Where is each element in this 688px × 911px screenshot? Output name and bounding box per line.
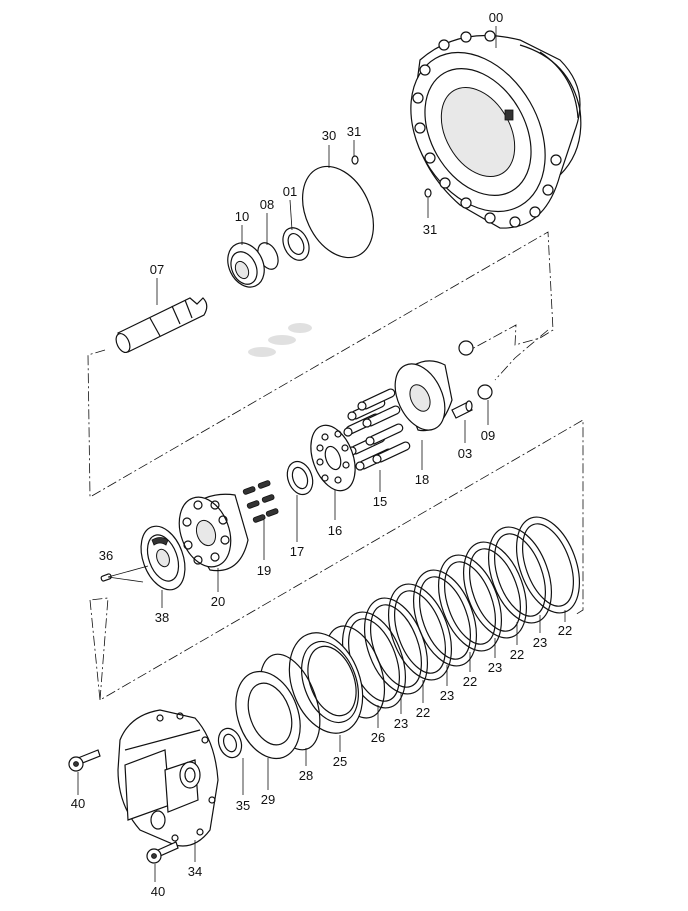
bearing-part-10[interactable]	[221, 237, 271, 293]
label-23-3: 23	[440, 688, 454, 703]
assembly-guide-lines	[87, 231, 584, 701]
o-ring-part-31-lower[interactable]	[424, 188, 432, 198]
label-19: 19	[257, 563, 271, 578]
label-01: 01	[283, 184, 297, 199]
label-03: 03	[458, 446, 472, 461]
label-23-2: 23	[488, 660, 502, 675]
label-10: 10	[235, 209, 249, 224]
label-25: 25	[333, 754, 347, 769]
swash-plate-part-18[interactable]	[385, 356, 454, 438]
blurred-watermark	[248, 323, 312, 357]
valve-plate-part-38[interactable]	[133, 520, 193, 596]
label-22-4: 22	[416, 705, 430, 720]
label-40-lower: 40	[151, 884, 165, 899]
pin-part-36[interactable]	[100, 565, 149, 583]
cylinder-block-part-20[interactable]	[170, 490, 249, 574]
brake-piston-part-25[interactable]	[276, 623, 375, 744]
o-ring-part-30[interactable]	[289, 155, 388, 269]
o-ring-part-31-upper[interactable]	[351, 155, 359, 165]
label-00: 00	[489, 10, 503, 25]
label-23-1: 23	[533, 635, 547, 650]
housing-part-00[interactable]	[384, 28, 582, 235]
rear-flange-part-34[interactable]	[117, 709, 219, 847]
label-18: 18	[415, 472, 429, 487]
spacer-part-29[interactable]	[224, 662, 311, 767]
label-26: 26	[371, 730, 385, 745]
label-22-2: 22	[510, 647, 524, 662]
label-34: 34	[188, 864, 202, 879]
label-30: 30	[322, 128, 336, 143]
label-22-1: 22	[558, 623, 572, 638]
springs-part-19[interactable]	[242, 480, 279, 523]
label-23-4: 23	[394, 716, 408, 731]
label-09: 09	[481, 428, 495, 443]
shaft-part-07[interactable]	[113, 297, 208, 355]
label-31-lower: 31	[423, 222, 437, 237]
label-07: 07	[150, 262, 164, 277]
label-15: 15	[373, 494, 387, 509]
label-40-upper: 40	[71, 796, 85, 811]
piston-assembly-part-15[interactable]	[343, 388, 411, 471]
oil-seal-part-01[interactable]	[278, 224, 314, 265]
ball-part-09[interactable]	[458, 340, 493, 400]
bushing-part-17[interactable]	[283, 458, 317, 498]
label-22-3: 22	[463, 674, 477, 689]
label-08: 08	[260, 197, 274, 212]
part-labels: 00 31 30 31 01 08 10 07 09 03 18 15 16 1…	[71, 10, 572, 899]
bolt-part-40-lower[interactable]	[146, 841, 179, 864]
label-29: 29	[261, 792, 275, 807]
bearing-part-35[interactable]	[215, 725, 246, 761]
label-31-upper: 31	[347, 124, 361, 139]
label-28: 28	[299, 768, 313, 783]
label-16: 16	[328, 523, 342, 538]
clutch-plates-part-22-23[interactable]	[331, 508, 592, 716]
pin-part-03[interactable]	[451, 400, 473, 419]
bolt-part-40-upper[interactable]	[68, 749, 101, 772]
leader-lines	[77, 26, 566, 882]
label-35: 35	[236, 798, 250, 813]
label-20: 20	[211, 594, 225, 609]
label-38: 38	[155, 610, 169, 625]
label-17: 17	[290, 544, 304, 559]
retainer-plate-part-16[interactable]	[303, 419, 364, 497]
label-36: 36	[99, 548, 113, 563]
